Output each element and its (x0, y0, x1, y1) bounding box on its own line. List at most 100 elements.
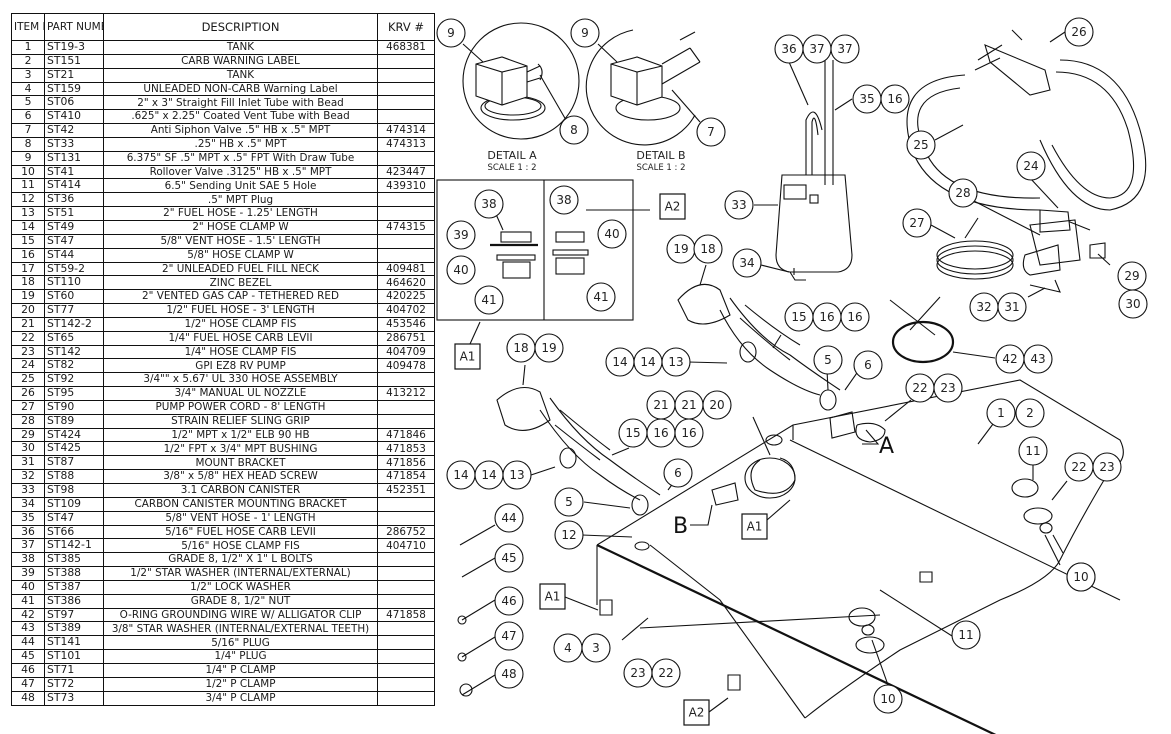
balloon-circle (951, 620, 981, 650)
item-balloon: 7 (696, 117, 726, 147)
balloon-circle (494, 543, 524, 573)
view-label-a-text: A (879, 434, 894, 459)
balloon-circle (581, 633, 611, 663)
leader-lines (462, 31, 1111, 686)
balloon-circle (436, 18, 466, 48)
balloon-circle (663, 458, 693, 488)
header-description: DESCRIPTION (103, 13, 378, 41)
balloon-number: 9 (447, 26, 455, 40)
item-balloon: 22 (651, 658, 681, 688)
item-balloon: 6 (663, 458, 693, 488)
balloon-number: 16 (819, 310, 834, 324)
item-balloon: 10 (1066, 562, 1096, 592)
item-balloon: 44 (494, 503, 524, 533)
balloon-circle (554, 520, 584, 550)
balloon-number: 14 (640, 355, 655, 369)
grounding-wire-illustration (889, 296, 955, 364)
balloon-number: 22 (658, 666, 673, 680)
item-balloon: 11 (951, 620, 981, 650)
balloon-number: 32 (976, 300, 991, 314)
balloon-number: 43 (1030, 352, 1045, 366)
balloon-circle (830, 34, 860, 64)
balloon-number: 48 (501, 667, 516, 681)
header-item-no: ITEM NO. (11, 13, 45, 41)
item-balloon: 11 (1018, 436, 1048, 466)
balloon-circle (853, 350, 883, 380)
balloon-number: 38 (556, 193, 571, 207)
item-balloon: 21 (646, 390, 676, 420)
balloon-circle (554, 487, 584, 517)
item-balloon: 21 (674, 390, 704, 420)
hardware-stack-detail (436, 179, 650, 321)
item-balloon: 23 (1092, 452, 1122, 482)
item-balloon: 19 (534, 333, 564, 363)
balloon-number: 26 (1071, 25, 1086, 39)
balloon-circle (840, 302, 870, 332)
balloon-number: 11 (958, 628, 973, 642)
part-number-cell: ST73 (44, 690, 104, 706)
small-parts-illustration (457, 524, 496, 697)
item-balloon: 24 (1016, 151, 1046, 181)
item-balloon: 14 (474, 460, 504, 490)
item-balloon: 36 (774, 34, 804, 64)
balloon-circle (502, 460, 532, 490)
balloon-number: 21 (653, 398, 668, 412)
balloon-number: 46 (501, 594, 516, 608)
balloon-number: 21 (681, 398, 696, 412)
item-balloon: 9 (570, 18, 600, 48)
item-balloon: 13 (661, 347, 691, 377)
item-balloon: 35 (852, 84, 882, 114)
balloon-number: 5 (565, 495, 573, 509)
item-balloon: 2 (1015, 398, 1045, 428)
balloon-number: 44 (501, 511, 516, 525)
detail-b-title: DETAIL B (636, 149, 685, 162)
item-balloon: 1 (986, 398, 1016, 428)
balloon-number: 31 (1004, 300, 1019, 314)
item-balloon: 38 (549, 185, 579, 215)
item-balloon: 39 (446, 220, 476, 250)
balloon-number: 40 (453, 263, 468, 277)
item-balloon: 40 (597, 219, 627, 249)
balloon-number: 1 (997, 406, 1005, 420)
balloon-circle (534, 333, 564, 363)
detail-a-view: DETAIL A SCALE 1 : 2 (462, 22, 580, 173)
balloon-number: 33 (731, 198, 746, 212)
balloon-circle (661, 347, 691, 377)
balloon-number: 4 (564, 641, 572, 655)
balloon-circle (494, 586, 524, 616)
item-balloon: 48 (494, 659, 524, 689)
balloon-number: 12 (561, 528, 576, 542)
item-balloon: 41 (474, 285, 504, 315)
balloon-number: 19 (541, 341, 556, 355)
balloon-circle (948, 178, 978, 208)
balloon-number: 34 (739, 256, 754, 270)
balloon-number: 18 (513, 341, 528, 355)
balloon-circle (570, 18, 600, 48)
item-no-cell: 48 (11, 690, 45, 706)
balloon-circle (446, 255, 476, 285)
balloon-number: 16 (681, 426, 696, 440)
item-balloon: 5 (813, 345, 843, 375)
detail-a-title: DETAIL A (487, 149, 537, 162)
view-label-a: A (862, 429, 894, 459)
balloon-circle (873, 684, 903, 714)
item-balloon: 6 (853, 350, 883, 380)
box-label-a1-bottom: A1 (539, 583, 599, 611)
balloon-number: 36 (781, 42, 796, 56)
item-balloon: 5 (554, 487, 584, 517)
balloon-circle (880, 84, 910, 114)
balloon-number: 16 (847, 310, 862, 324)
balloon-number: 29 (1124, 269, 1139, 283)
balloon-circle (1016, 151, 1046, 181)
krv-cell: 423447 (377, 164, 435, 180)
balloon-number: 22 (1071, 460, 1086, 474)
svg-text:A1: A1 (545, 590, 561, 604)
balloon-circle (1066, 562, 1096, 592)
balloon-number: 24 (1023, 159, 1038, 173)
